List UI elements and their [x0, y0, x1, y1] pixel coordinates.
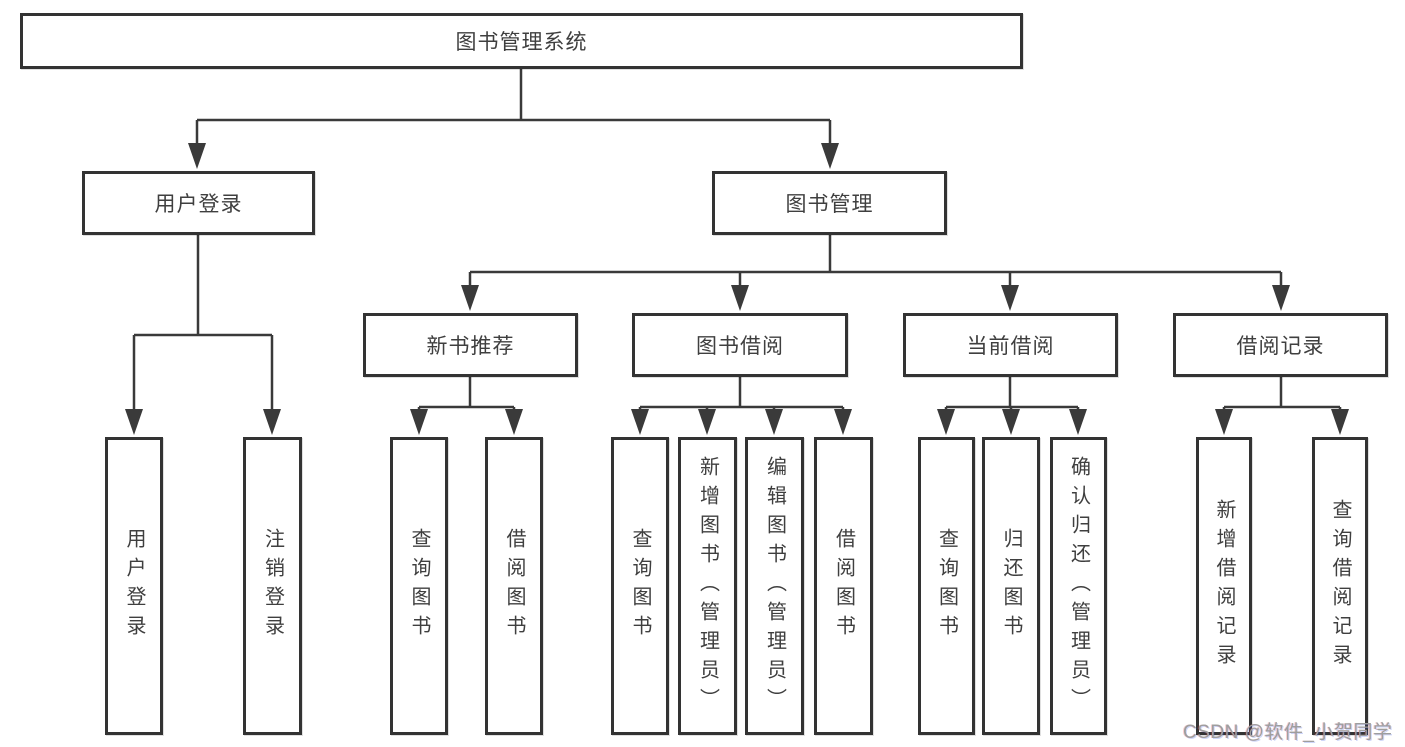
node-book-management: 图书管理 [712, 171, 947, 235]
node-library-management-system: 图书管理系统 [20, 13, 1023, 69]
leaf-edit-books-admin: 编辑图书（管理员） [745, 437, 804, 735]
arrowhead-down-icon [1331, 409, 1349, 435]
leaf-query-books-borrowing-label: 查询图书 [629, 528, 651, 644]
leaf-edit-books-admin-label: 编辑图书（管理员） [763, 455, 786, 717]
leaf-user-login: 用户登录 [105, 437, 163, 735]
leaf-confirm-return-admin: 确认归还（管理员） [1050, 437, 1107, 735]
leaf-borrow-books-borrowing-label: 借阅图书 [832, 528, 855, 644]
leaf-add-borrow-record: 新增借阅记录 [1196, 437, 1252, 735]
arrowhead-down-icon [125, 409, 143, 435]
leaf-return-books-label: 归还图书 [1000, 528, 1022, 644]
leaf-borrow-books-recommend-label: 借阅图书 [503, 528, 525, 644]
csdn-watermark: CSDN @软件_小贺同学 [1183, 722, 1393, 743]
connector-newbook-to-leaves [417, 377, 516, 420]
connector-records-to-leaves [1222, 377, 1342, 420]
connector-userlogin-to-leaves [132, 235, 274, 418]
arrowhead-down-icon [1001, 285, 1019, 311]
leaf-query-books-recommend-label: 查询图书 [408, 528, 430, 644]
arrowhead-down-icon [410, 409, 428, 435]
arrowhead-down-icon [188, 143, 206, 169]
leaf-borrow-books-recommend: 借阅图书 [485, 437, 543, 735]
arrowhead-down-icon [263, 409, 281, 435]
arrowhead-down-icon [1002, 409, 1020, 435]
leaf-borrow-books-borrowing: 借阅图书 [814, 437, 873, 735]
leaf-logout: 注销登录 [243, 437, 302, 735]
node-new-book-recommend: 新书推荐 [363, 313, 578, 377]
connector-current-to-leaves [944, 377, 1080, 420]
leaf-return-books: 归还图书 [982, 437, 1040, 735]
arrowhead-down-icon [937, 409, 955, 435]
arrowhead-down-icon [1069, 409, 1087, 435]
arrowhead-down-icon [834, 409, 852, 435]
arrowhead-down-icon [461, 285, 479, 311]
node-current-borrowing: 当前借阅 [903, 313, 1118, 377]
node-book-borrowing: 图书借阅 [632, 313, 848, 377]
leaf-add-borrow-record-label: 新增借阅记录 [1213, 499, 1235, 673]
connector-borrow-to-leaves [638, 377, 845, 420]
arrowhead-down-icon [698, 409, 716, 435]
arrowhead-down-icon [1272, 285, 1290, 311]
node-user-login: 用户登录 [82, 171, 315, 235]
leaf-confirm-return-admin-label: 确认归还（管理员） [1067, 455, 1090, 717]
leaf-add-books-admin: 新增图书（管理员） [678, 437, 737, 735]
leaf-query-books-current: 查询图书 [918, 437, 975, 735]
leaf-query-books-current-label: 查询图书 [935, 528, 958, 644]
connector-bookmgmt-to-level3 [468, 235, 1283, 296]
arrowhead-down-icon [505, 409, 523, 435]
node-borrowing-records: 借阅记录 [1173, 313, 1388, 377]
arrowhead-down-icon [731, 285, 749, 311]
leaf-add-books-admin-label: 新增图书（管理员） [696, 455, 719, 717]
arrowhead-down-icon [1215, 409, 1233, 435]
leaf-query-borrow-record-label: 查询借阅记录 [1329, 499, 1351, 673]
arrowhead-down-icon [631, 409, 649, 435]
leaf-logout-label: 注销登录 [261, 528, 284, 644]
leaf-user-login-label: 用户登录 [123, 528, 145, 644]
leaf-query-books-recommend: 查询图书 [390, 437, 448, 735]
arrowhead-down-icon [821, 143, 839, 169]
arrowhead-down-icon [765, 409, 783, 435]
leaf-query-borrow-record: 查询借阅记录 [1312, 437, 1368, 735]
connector-root-to-level2 [195, 69, 832, 150]
leaf-query-books-borrowing: 查询图书 [611, 437, 669, 735]
